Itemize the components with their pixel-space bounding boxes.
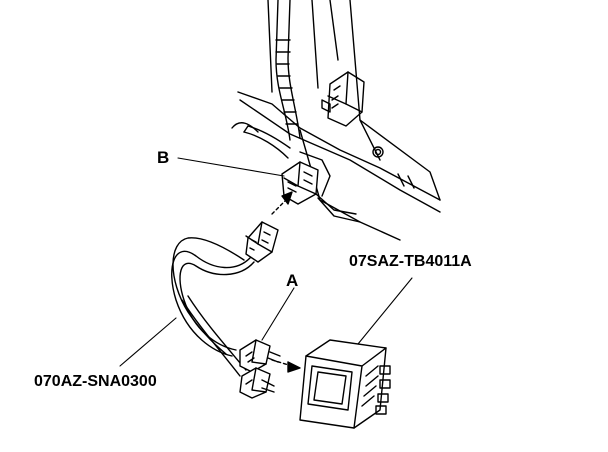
arrow-head-a xyxy=(287,361,301,373)
lower-plug xyxy=(239,367,275,399)
callout-a: A xyxy=(286,271,299,290)
callout-tool-sna0300: 070AZ-SNA0300 xyxy=(34,373,157,390)
adapter-connector xyxy=(245,221,279,263)
connector-a xyxy=(239,339,281,373)
arrow-head-b xyxy=(281,191,293,205)
harness xyxy=(243,0,301,159)
relay-bracket xyxy=(321,71,365,127)
body-panel xyxy=(231,0,441,241)
callout-b: B xyxy=(157,148,170,167)
callout-tool-tb4011a: 07SAZ-TB4011A xyxy=(349,253,472,270)
control-box xyxy=(299,339,391,429)
leader-lines xyxy=(119,157,413,367)
connector-b xyxy=(281,151,361,223)
